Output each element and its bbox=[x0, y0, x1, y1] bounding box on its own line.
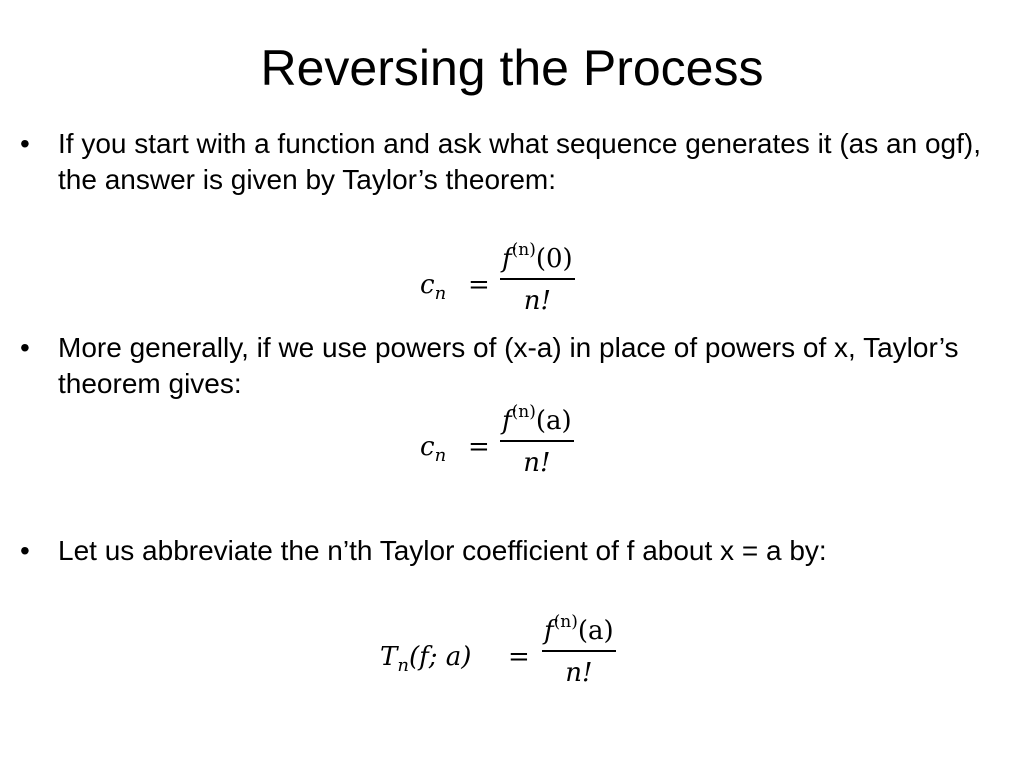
equation-num-base: f bbox=[502, 406, 512, 436]
equation-num-sup: (n) bbox=[553, 612, 578, 632]
bullet-item-3: • Let us abbreviate the n’th Taylor coef… bbox=[20, 533, 1010, 569]
equation-fraction: f(n)(0) n! bbox=[500, 242, 575, 316]
equation-num-arg: (a) bbox=[535, 406, 572, 436]
equation-num-sup: (n) bbox=[511, 402, 536, 422]
equation-numerator: f(n)(a) bbox=[542, 614, 616, 646]
equation-3: Tn(f; a) = f(n)(a) n! bbox=[380, 614, 670, 698]
equation-lhs-base: c bbox=[420, 432, 435, 462]
equation-lhs-base: c bbox=[420, 270, 435, 300]
equation-lhs-args: (f; a) bbox=[408, 642, 472, 672]
equation-fraction: f(n)(a) n! bbox=[542, 614, 616, 688]
equation-lhs-subscript: n bbox=[434, 283, 447, 304]
bullet-item-1: • If you start with a function and ask w… bbox=[20, 126, 1010, 198]
equation-lhs-subscript: n bbox=[397, 655, 409, 676]
slide-title: Reversing the Process bbox=[260, 40, 764, 96]
equation-denominator: n! bbox=[565, 658, 593, 688]
bullet-text: If you start with a function and ask wha… bbox=[58, 128, 981, 195]
fraction-bar bbox=[500, 440, 574, 442]
equation-equals: = bbox=[508, 642, 530, 672]
equation-num-base: f bbox=[544, 616, 554, 646]
bullet-marker: • bbox=[20, 128, 30, 159]
equation-lhs: cn bbox=[420, 270, 446, 303]
equation-lhs: cn bbox=[420, 432, 446, 465]
equation-lhs: Tn(f; a) bbox=[380, 642, 472, 675]
equation-num-arg: (a) bbox=[577, 616, 614, 646]
equation-lhs-base: T bbox=[380, 642, 398, 672]
equation-denominator: n! bbox=[523, 286, 551, 316]
equation-num-arg: (0) bbox=[535, 244, 573, 274]
equation-numerator: f(n)(a) bbox=[500, 404, 574, 436]
equation-fraction: f(n)(a) n! bbox=[500, 404, 574, 478]
equation-2: cn = f(n)(a) n! bbox=[420, 404, 620, 488]
equation-1: cn = f(n)(0) n! bbox=[420, 242, 620, 326]
fraction-bar bbox=[500, 278, 575, 280]
equation-equals: = bbox=[468, 432, 490, 462]
equation-lhs-subscript: n bbox=[434, 445, 447, 466]
bullet-marker: • bbox=[20, 332, 30, 363]
equation-num-sup: (n) bbox=[511, 240, 536, 260]
bullet-item-2: • More generally, if we use powers of (x… bbox=[20, 330, 1010, 402]
bullet-text: Let us abbreviate the n’th Taylor coeffi… bbox=[58, 535, 827, 566]
bullet-marker: • bbox=[20, 535, 30, 566]
equation-numerator: f(n)(0) bbox=[500, 242, 575, 274]
bullet-text: More generally, if we use powers of (x-a… bbox=[58, 332, 959, 399]
fraction-bar bbox=[542, 650, 616, 652]
equation-equals: = bbox=[468, 270, 490, 300]
equation-denominator: n! bbox=[523, 448, 551, 478]
equation-num-base: f bbox=[502, 244, 512, 274]
